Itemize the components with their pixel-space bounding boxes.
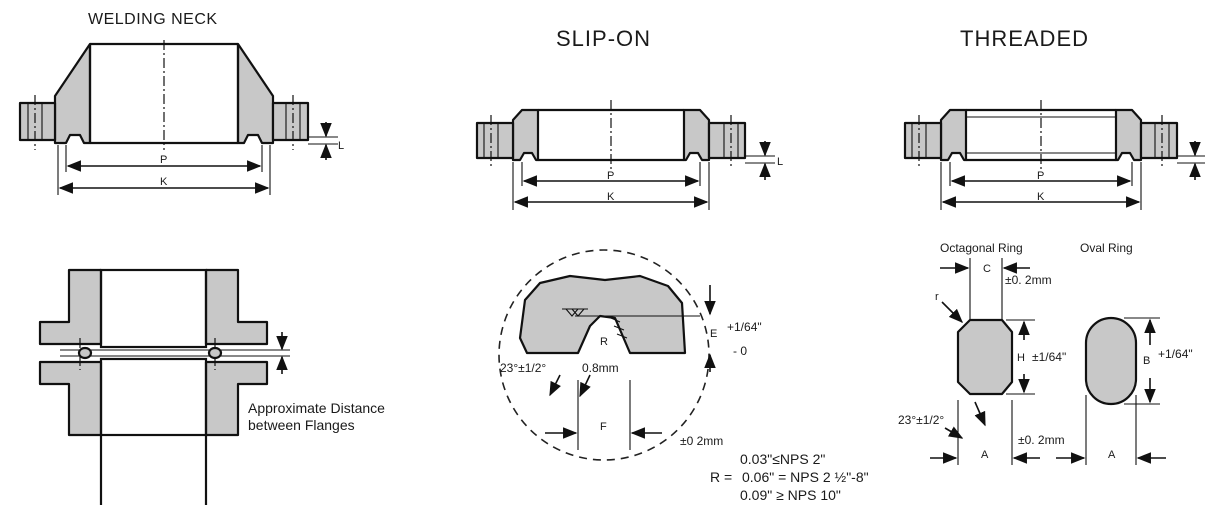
- r-table-row3: 0.09" ≥ NPS 10": [740, 487, 841, 503]
- groove-08mm: 0.8mm: [582, 361, 619, 375]
- groove-tol-minus: - 0: [733, 344, 747, 358]
- r-table-row1: 0.03"≤NPS 2": [740, 451, 825, 467]
- groove-tol-02mm: ±0 2mm: [680, 434, 723, 448]
- octagonal-ring: [956, 318, 1014, 396]
- slip-on-title: SLIP-ON: [556, 26, 651, 51]
- ring-dim-b: B: [1143, 355, 1150, 367]
- welding-neck-right-tab: [271, 101, 310, 142]
- slip-on-right-body: [682, 108, 711, 162]
- welding-neck-right-body: [236, 42, 275, 145]
- ring-types: Octagonal Ring Oval Ring C ±0. 2mm r H ±…: [898, 241, 1193, 465]
- ring-tol-a: ±0. 2mm: [1018, 433, 1065, 447]
- welding-neck-title: WELDING NECK: [88, 11, 218, 28]
- oval-ring: [1084, 316, 1138, 406]
- ring-dim-a-octagonal: A: [981, 449, 989, 461]
- groove-tol-plus: +1/64": [727, 320, 762, 334]
- slip-on-dim-l: L: [777, 156, 783, 168]
- threaded-title: THREADED: [960, 26, 1089, 51]
- ring-dim-h: H: [1017, 352, 1025, 364]
- octagonal-ring-label: Octagonal Ring: [940, 241, 1023, 255]
- slip-on-dim-k: K: [607, 191, 615, 203]
- welding-neck-left-body: [53, 42, 92, 145]
- assembled-bottom-left: [38, 360, 103, 437]
- threaded-right-body: [1114, 108, 1143, 162]
- slip-on-left-body: [511, 108, 540, 162]
- welding-neck-dim-p: P: [160, 154, 167, 166]
- groove-section: [518, 274, 687, 355]
- ring-tol-c: ±0. 2mm: [1005, 273, 1052, 287]
- approx-distance-line2: between Flanges: [248, 417, 355, 433]
- threaded-left-body: [939, 108, 968, 162]
- ring-dim-c: C: [983, 263, 991, 275]
- groove-angle: 23°±1/2°: [500, 361, 546, 375]
- oval-ring-label: Oval Ring: [1080, 241, 1133, 255]
- welding-neck-left-tab: [18, 101, 57, 142]
- ring-tol-h: ±1/64": [1032, 350, 1066, 364]
- groove-dim-f: F: [600, 421, 607, 433]
- slip-on-flange: SLIP-ON P K L: [475, 26, 783, 210]
- ring-dim-a-oval: A: [1108, 449, 1116, 461]
- r-table-row2: 0.06" = NPS 2 ½"-8": [742, 469, 869, 485]
- ring-angle: 23°±1/2°: [898, 413, 944, 427]
- approx-distance-line1: Approximate Distance: [248, 400, 385, 416]
- groove-dim-r: R: [600, 336, 608, 348]
- threaded-dim-k: K: [1037, 191, 1045, 203]
- assembled-top-left: [38, 268, 103, 346]
- groove-dim-e: E: [710, 328, 717, 340]
- welding-neck-flange: WELDING NECK P K L: [18, 11, 344, 195]
- threaded-flange: THREADED P K: [903, 26, 1205, 210]
- ring-tol-b: +1/64": [1158, 347, 1193, 361]
- threaded-dim-p: P: [1037, 170, 1044, 182]
- welding-neck-dim-l: L: [338, 140, 344, 152]
- ring-groove-detail: R E +1/64" - 0 23°±1/2° 0.8mm F ±0 2mm 0…: [498, 249, 869, 503]
- slip-on-dim-p: P: [607, 170, 614, 182]
- welding-neck-dim-k: K: [160, 176, 168, 188]
- assembled-flange-pair: Approximate Distance between Flanges: [38, 268, 385, 505]
- ring-dim-r: r: [935, 291, 939, 303]
- r-table-prefix: R =: [710, 469, 732, 485]
- assembled-top-right: [204, 268, 269, 346]
